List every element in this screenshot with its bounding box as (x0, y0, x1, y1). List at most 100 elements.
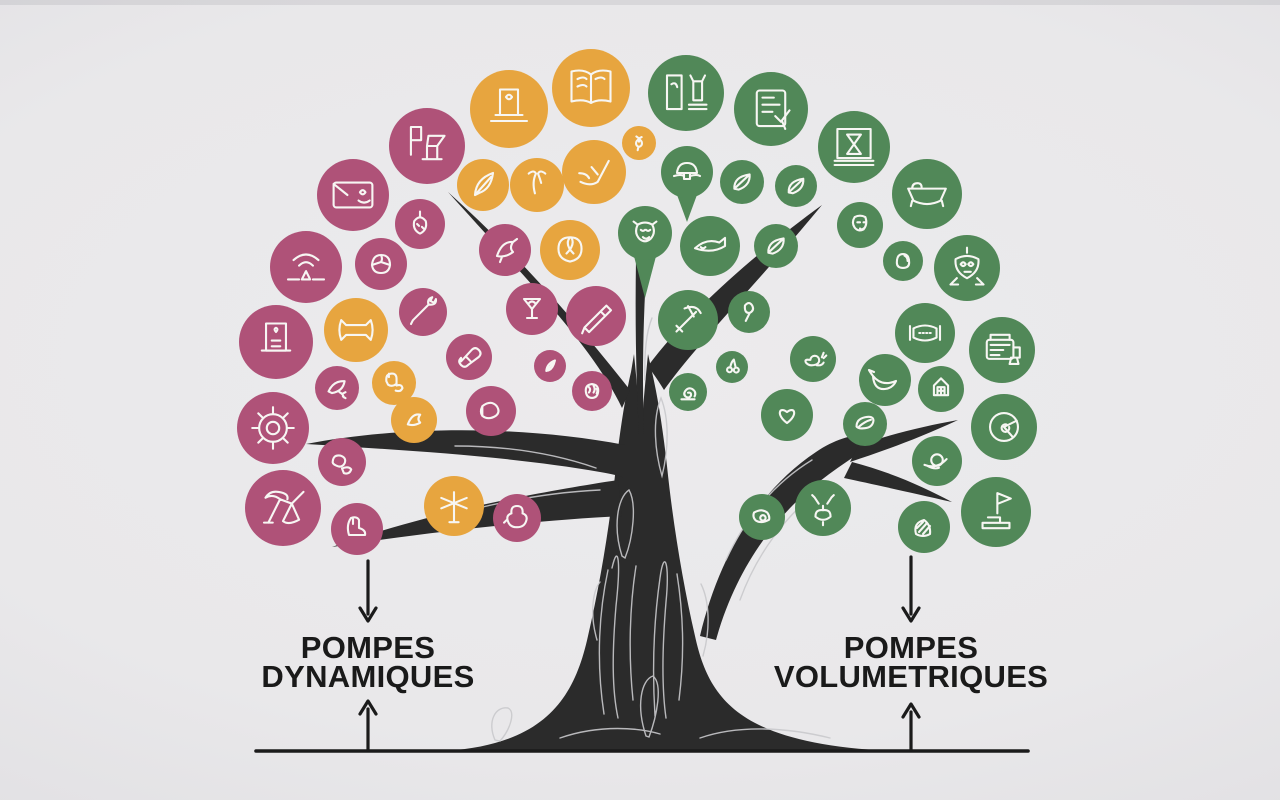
leaf-circle (716, 351, 748, 383)
leaf-wrench (399, 288, 447, 336)
teapot-icon (503, 504, 528, 529)
leaf-circle (680, 216, 740, 276)
leaf-banner (324, 298, 388, 362)
radar-wedge-icon (988, 411, 1020, 443)
arrow-up-right (901, 702, 921, 752)
capsule-icon (458, 347, 482, 368)
asterisk-flower-icon (440, 491, 468, 524)
feather-icon (473, 171, 495, 197)
leaf-icon (733, 173, 751, 191)
leaf-egg (883, 241, 923, 281)
leaf-circle (399, 288, 447, 336)
monument-icon (489, 88, 529, 123)
arrow-down-left (358, 559, 378, 623)
leaf-heart (761, 389, 813, 441)
bathtub-icon (907, 182, 947, 208)
leaf-circle (355, 238, 407, 290)
leaf-amphora-face (618, 206, 672, 298)
beans-icon (331, 454, 353, 475)
barn-basket-icon (932, 377, 950, 397)
hand-pen-icon (578, 159, 610, 186)
robot-shield-icon (949, 246, 985, 286)
mushroom-icon (672, 161, 702, 181)
shell-icon (370, 253, 392, 275)
leaf-icon (767, 237, 785, 255)
leaf-circle (572, 371, 612, 411)
snail-icon (804, 351, 828, 367)
leaf-circle (859, 354, 911, 406)
branch-upper-left (448, 192, 630, 408)
leaf-eco-certificate (734, 72, 808, 146)
eco-certificate-icon (755, 89, 791, 130)
leaf-circle (493, 494, 541, 542)
chair-icon (409, 125, 446, 161)
leaf-circle (331, 503, 383, 555)
bird-icon (495, 237, 519, 264)
boot-icon (346, 516, 367, 537)
leaf-walnut (572, 371, 612, 411)
leaf-whale (680, 216, 740, 276)
leaf-circle (618, 206, 672, 260)
cherry-icon (726, 358, 740, 374)
leaf-circle (739, 494, 785, 540)
amphora-face-icon (632, 220, 658, 243)
leaf-bird (479, 224, 531, 276)
leaf-balloon (728, 291, 770, 333)
ribbon-icon (527, 170, 547, 195)
leaf-circle (912, 436, 962, 486)
leaf-leaf (775, 165, 817, 207)
radish-icon (635, 135, 643, 152)
leaf-circle (734, 72, 808, 146)
leaf-bug-antenna (795, 480, 851, 536)
leaf-pickaxe (658, 290, 718, 350)
leaf-circle (510, 158, 564, 212)
label-pompes-dynamiques: POMPES DYNAMIQUES (188, 632, 548, 694)
leaf-circle (843, 402, 887, 446)
leaf-circle (562, 140, 626, 204)
leaf-circle (761, 389, 813, 441)
strawberry-leaf-icon (412, 210, 428, 235)
leaf-chess-door (648, 55, 724, 131)
leaf-treadmill (245, 470, 321, 546)
leaf-open-book (552, 49, 630, 127)
annotation-arrows (358, 555, 921, 752)
saddle-leaf-icon (867, 368, 898, 391)
leaf-circle (818, 111, 890, 183)
leaf-mask (837, 202, 883, 248)
leaf-leaf (720, 160, 764, 204)
leaf-robot-shield (934, 235, 1000, 301)
label-line-2: DYNAMIQUES (261, 659, 475, 694)
leaf-icon (787, 177, 805, 195)
leaf-circle (470, 70, 548, 148)
leaf-beans (318, 438, 366, 486)
lime-shell-icon (914, 518, 932, 538)
heart-icon (778, 409, 796, 425)
bird-small-icon (406, 413, 422, 427)
leaf-circle (961, 477, 1031, 547)
wifi-beacon-icon (286, 253, 326, 281)
leaf-circle (237, 392, 309, 464)
leaf-door-monument (239, 305, 313, 379)
box-donut-icon (752, 509, 771, 524)
treadmill-icon (262, 490, 305, 525)
label-pompes-volumetriques: POMPES VOLUMETRIQUES (731, 632, 1091, 692)
framed-hourglass-icon (833, 127, 875, 167)
pickaxe-icon (675, 305, 702, 333)
leaf-circle (892, 159, 962, 229)
leaf-pipe-label (895, 303, 955, 363)
leaf-strawberry-leaf (395, 199, 445, 249)
wrench-icon (409, 296, 438, 326)
tree-trunk (446, 354, 892, 751)
walnut-icon (584, 383, 600, 399)
leaf-flag-podium (961, 477, 1031, 547)
bug-antenna-icon (811, 494, 835, 527)
flag-podium-icon (981, 492, 1012, 530)
small-feather-icon (545, 359, 556, 372)
gloves-icon (385, 372, 404, 393)
leaf-circle (648, 55, 724, 131)
leaf-circle (239, 305, 313, 379)
leaf-circle (883, 241, 923, 281)
leaf-radar-wedge (971, 394, 1037, 460)
leaf-circle (315, 366, 359, 410)
